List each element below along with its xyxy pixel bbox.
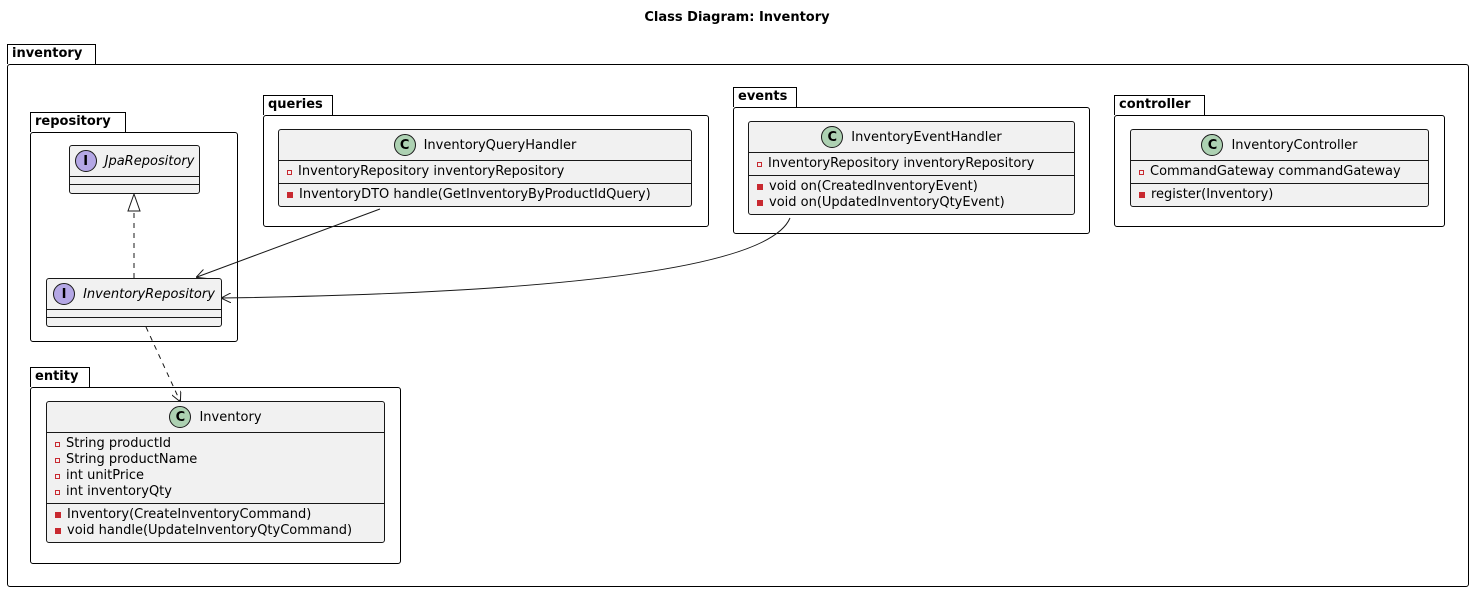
method-text: Inventory(CreateInventoryCommand) [67, 507, 312, 522]
field-text: CommandGateway commandGateway [1150, 164, 1401, 179]
field-row: String productName [55, 452, 384, 468]
method-text: InventoryDTO handle(GetInventoryByProduc… [299, 187, 651, 202]
class-fields: InventoryRepository inventoryRepository [279, 161, 691, 184]
realization-arrowhead [127, 192, 141, 212]
class-methods: Inventory(CreateInventoryCommand)void ha… [47, 504, 384, 542]
method-row: Inventory(CreateInventoryCommand) [55, 507, 384, 523]
private-visibility-icon [55, 473, 60, 479]
class-methods [47, 318, 221, 326]
private-visibility-icon [55, 457, 60, 463]
private-visibility-icon [55, 441, 60, 447]
class-fields [70, 177, 199, 185]
method-row: InventoryDTO handle(GetInventoryByProduc… [287, 187, 691, 203]
class-fields: CommandGateway commandGateway [1131, 161, 1428, 184]
private-visibility-icon [55, 528, 61, 534]
class-name: InventoryRepository [83, 286, 215, 302]
interface-stereotype-icon: I [53, 283, 76, 305]
diagram-title: Class Diagram: Inventory [644, 10, 830, 25]
class-header: C InventoryQueryHandler [279, 130, 691, 161]
class-methods [70, 185, 199, 193]
private-visibility-icon [1139, 192, 1145, 198]
field-row: InventoryRepository inventoryRepository [757, 156, 1074, 172]
edge-queryhandler-repository [197, 208, 381, 277]
package-tab-queries: queries [263, 95, 333, 115]
field-text: InventoryRepository inventoryRepository [298, 164, 565, 179]
package-tab-controller: controller [1114, 95, 1205, 115]
private-visibility-icon [55, 489, 60, 495]
package-tab-events: events [733, 87, 797, 107]
field-text: int inventoryQty [66, 484, 172, 499]
method-row: void handle(UpdateInventoryQtyCommand) [55, 523, 384, 539]
edge-repository-inventory [145, 326, 180, 401]
field-row: CommandGateway commandGateway [1139, 164, 1428, 180]
class-jpa-repository[interactable]: I JpaRepository [69, 145, 200, 194]
class-name: InventoryQueryHandler [423, 137, 577, 153]
method-text: void on(UpdatedInventoryQtyEvent) [769, 195, 1005, 210]
field-row: String productId [55, 436, 384, 452]
field-row: int inventoryQty [55, 484, 384, 500]
field-text: int unitPrice [66, 468, 144, 483]
private-visibility-icon [287, 169, 292, 175]
class-inventory-repository[interactable]: I InventoryRepository [46, 278, 222, 327]
private-visibility-icon [55, 512, 61, 518]
method-text: register(Inventory) [1151, 187, 1274, 202]
method-row: void on(UpdatedInventoryQtyEvent) [757, 195, 1074, 211]
private-visibility-icon [757, 200, 763, 206]
class-stereotype-icon: C [821, 126, 844, 148]
package-tab-inventory: inventory [7, 44, 96, 64]
package-tab-entity: entity [30, 367, 90, 387]
private-visibility-icon [757, 184, 763, 190]
field-row: InventoryRepository inventoryRepository [287, 164, 691, 180]
private-visibility-icon [1139, 169, 1144, 175]
class-stereotype-icon: C [393, 134, 416, 156]
private-visibility-icon [757, 161, 762, 167]
method-text: void handle(UpdateInventoryQtyCommand) [67, 523, 353, 538]
method-row: void on(CreatedInventoryEvent) [757, 179, 1074, 195]
class-name: JpaRepository [104, 153, 195, 169]
class-fields [47, 310, 221, 318]
method-row: register(Inventory) [1139, 187, 1428, 203]
field-text: InventoryRepository inventoryRepository [768, 156, 1035, 171]
class-header: C InventoryController [1131, 130, 1428, 161]
field-text: String productName [66, 452, 198, 467]
class-header: C Inventory [47, 402, 384, 433]
class-name: InventoryController [1231, 137, 1358, 153]
class-name: InventoryEventHandler [851, 129, 1002, 145]
class-fields: InventoryRepository inventoryRepository [749, 153, 1074, 176]
class-stereotype-icon: C [169, 406, 192, 428]
class-stereotype-icon: C [1201, 134, 1224, 156]
class-header: I JpaRepository [70, 146, 199, 177]
private-visibility-icon [287, 192, 293, 198]
field-row: int unitPrice [55, 468, 384, 484]
class-header: C InventoryEventHandler [749, 122, 1074, 153]
class-header: I InventoryRepository [47, 279, 221, 310]
package-tab-repository: repository [30, 112, 126, 132]
class-name: Inventory [199, 409, 262, 425]
method-text: void on(CreatedInventoryEvent) [769, 179, 978, 194]
edge-eventhandler-repository [222, 217, 791, 298]
interface-stereotype-icon: I [74, 150, 97, 172]
class-methods: InventoryDTO handle(GetInventoryByProduc… [279, 184, 691, 206]
class-methods: void on(CreatedInventoryEvent)void on(Up… [749, 176, 1074, 214]
field-text: String productId [66, 436, 172, 451]
class-methods: register(Inventory) [1131, 184, 1428, 206]
